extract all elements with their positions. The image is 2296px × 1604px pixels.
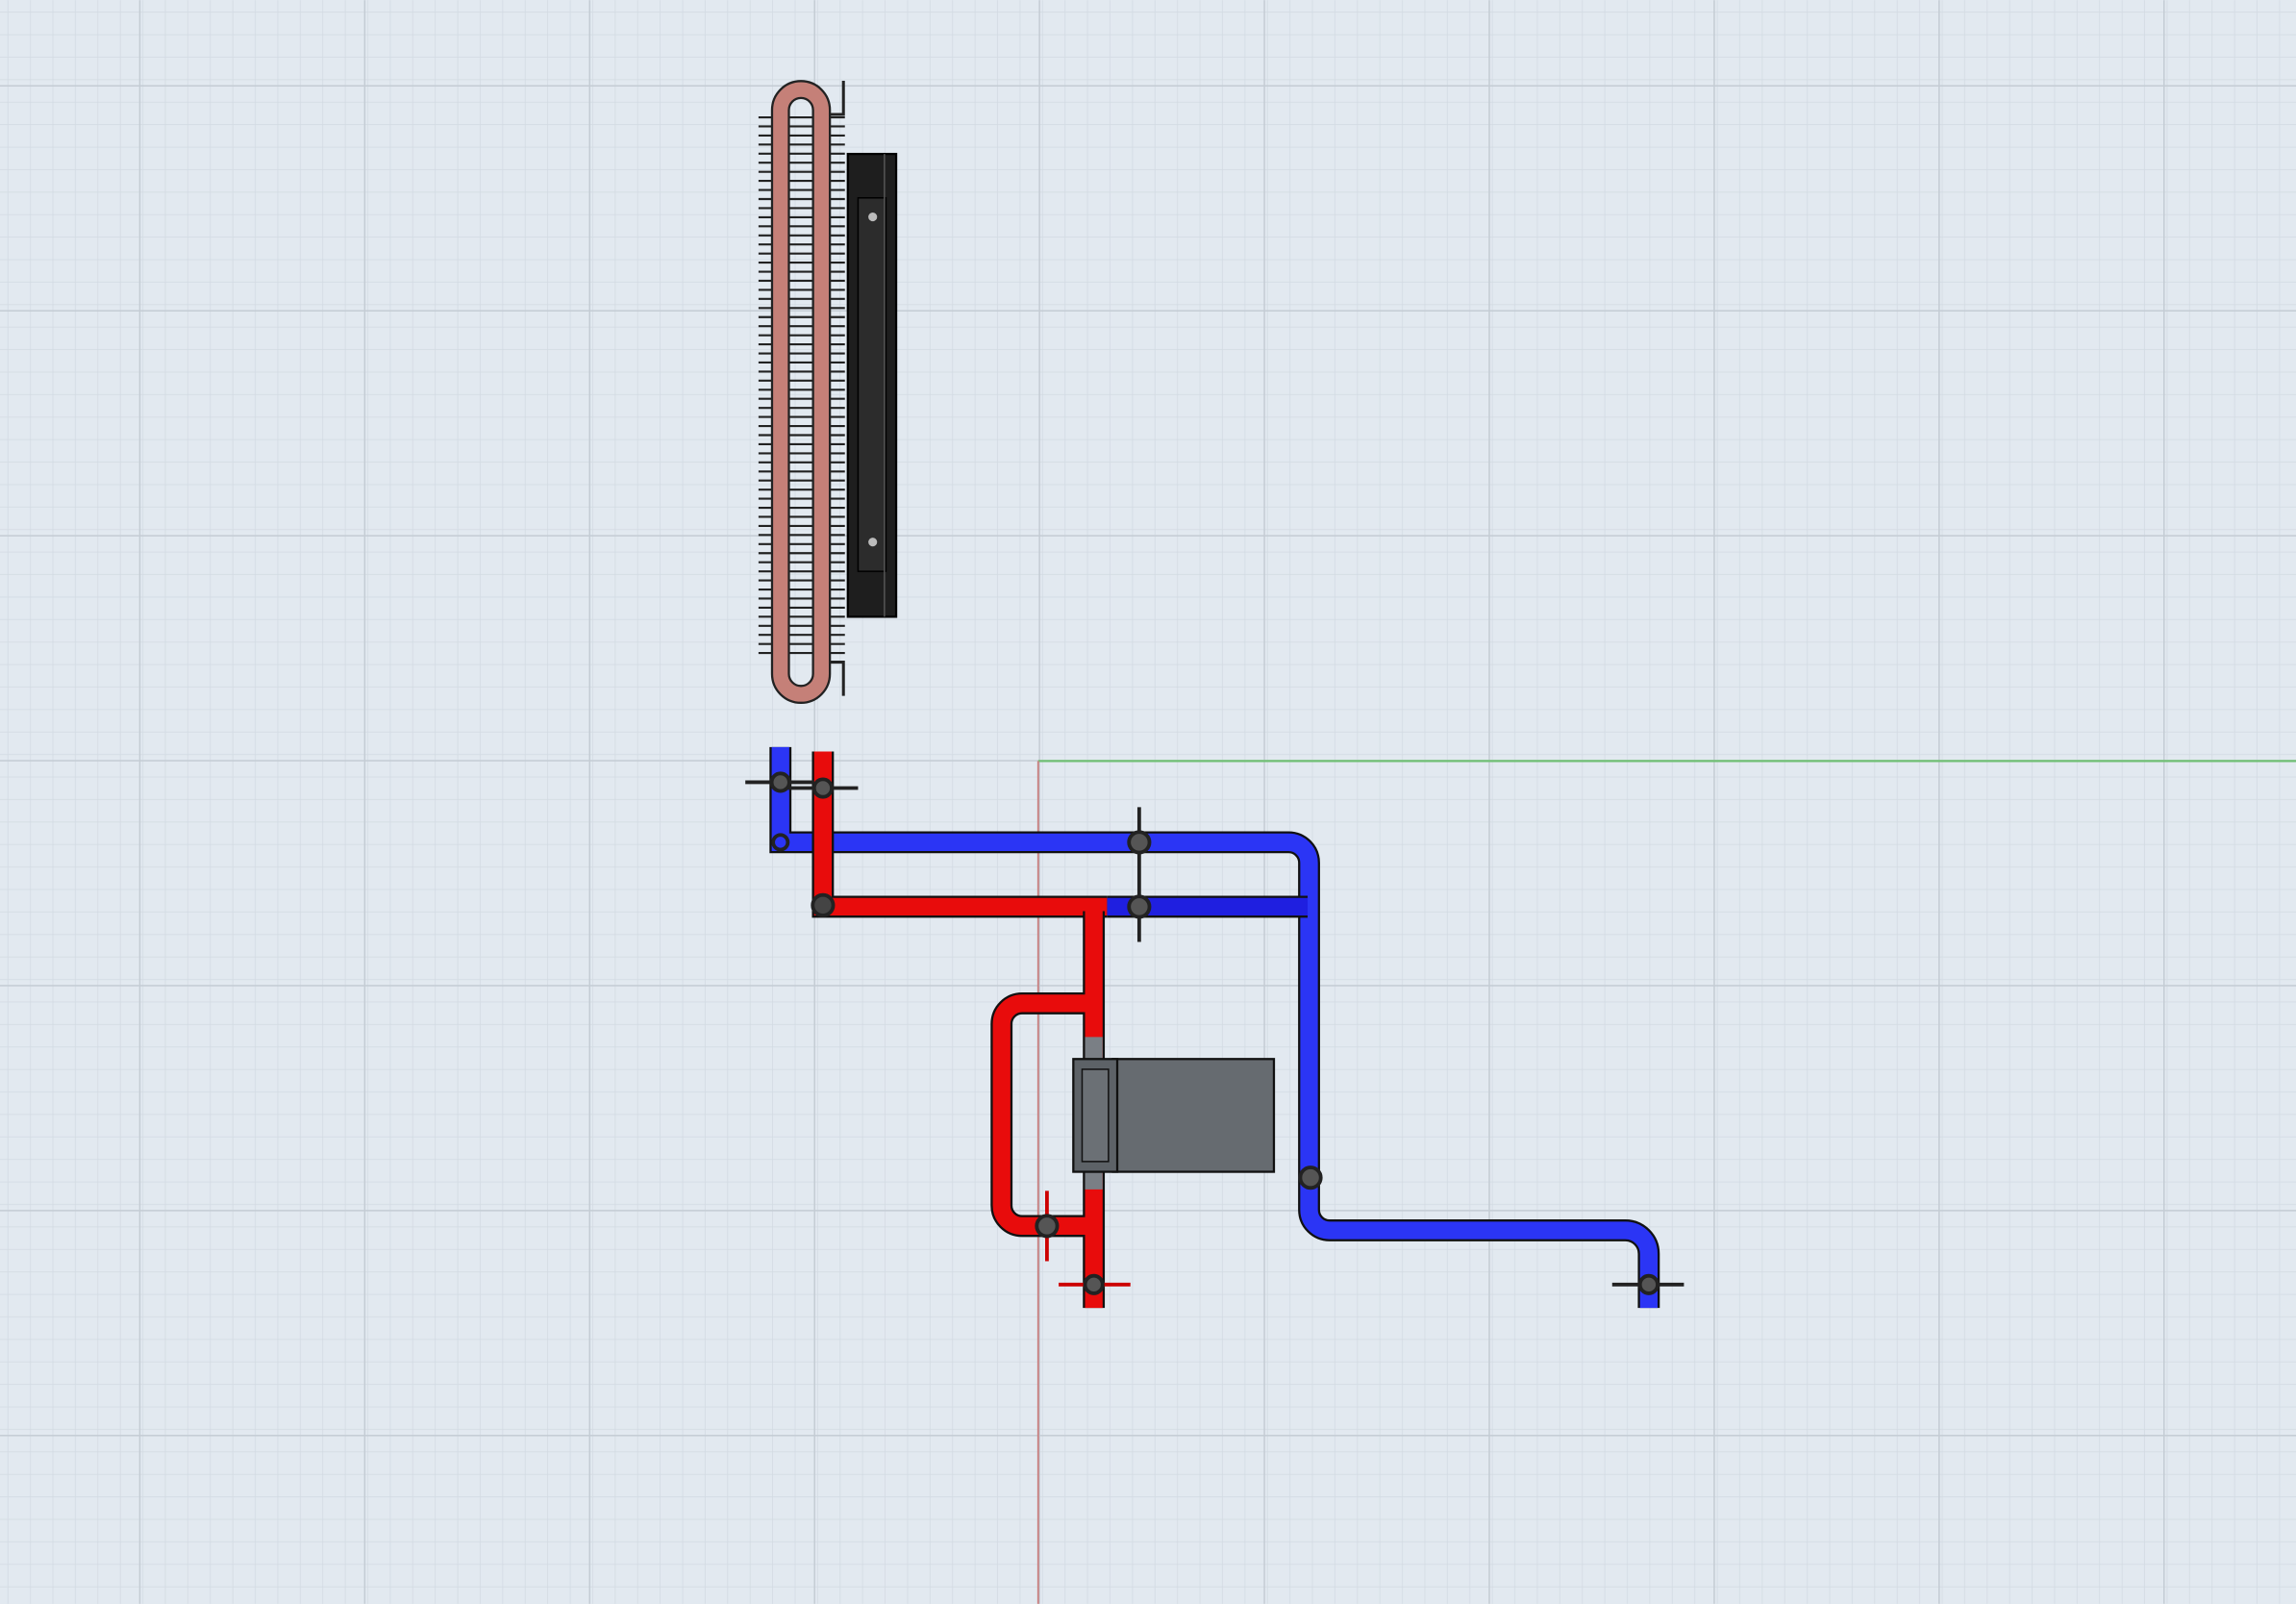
radiator-coil-fill (773, 82, 829, 702)
valve-cold-vertical (1298, 1165, 1323, 1190)
fan (846, 152, 898, 618)
radiator-bracket-bottom (828, 661, 845, 696)
circulation-pump[interactable] (1072, 1058, 1276, 1173)
valve-hot-outlet (1059, 1273, 1131, 1295)
valve-cold-top (1127, 807, 1152, 942)
valve-cold-inlet (745, 771, 814, 793)
radiator[interactable] (758, 80, 898, 704)
radiator-bracket-top (828, 80, 845, 116)
valves[interactable] (745, 771, 1685, 1295)
valve-hot-inlet (787, 777, 859, 799)
valve-cold-outlet (1611, 1273, 1685, 1295)
cold-pipes[interactable] (769, 746, 1660, 1309)
elbow-joint (771, 833, 836, 917)
valve-hot-bypass (1035, 1190, 1060, 1262)
